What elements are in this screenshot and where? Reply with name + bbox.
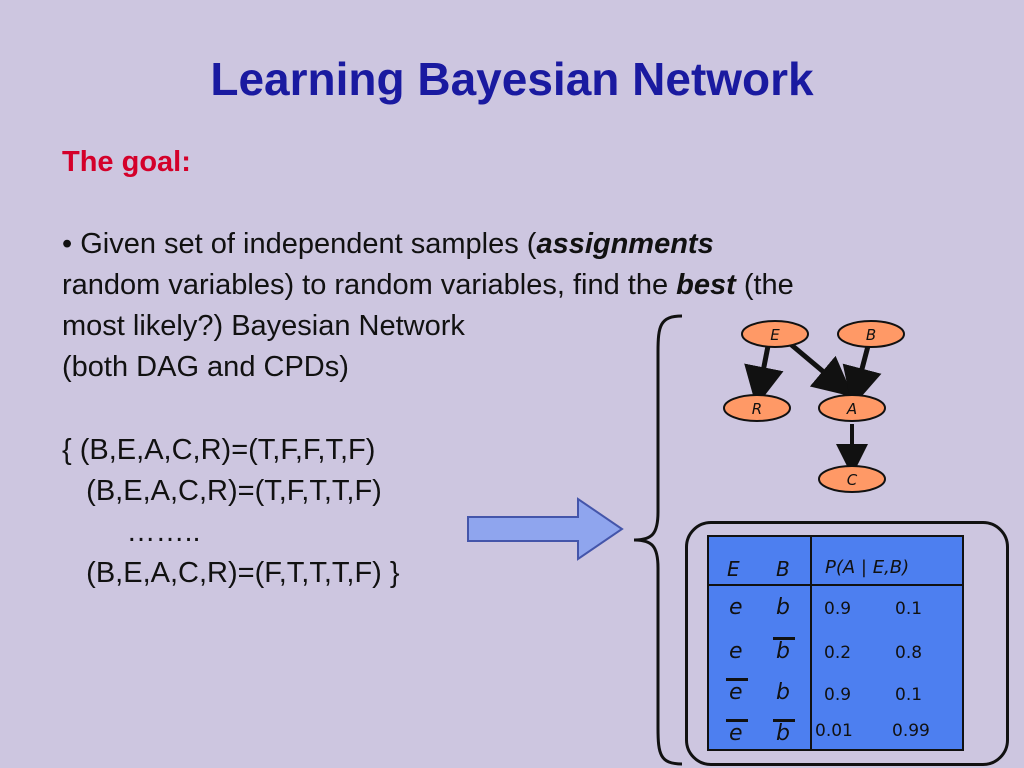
right-arrow-icon bbox=[467, 497, 624, 561]
edge-e-r bbox=[744, 345, 784, 407]
negation-bar bbox=[773, 637, 795, 640]
cpt-cell-e: e bbox=[729, 595, 743, 620]
cpt-header-p: P(A | E,B) bbox=[825, 557, 910, 578]
cpt-cell-e: e bbox=[729, 721, 743, 746]
negation-bar bbox=[726, 678, 748, 681]
cpt-header-b: B bbox=[776, 557, 790, 581]
sample-line: …….. bbox=[62, 516, 201, 548]
cpt-header-divider bbox=[709, 584, 962, 586]
emphasis-best: best bbox=[676, 269, 736, 301]
node-c: C bbox=[818, 465, 886, 493]
cpt-cell-p2: 0.8 bbox=[895, 643, 923, 663]
goal-heading: The goal: bbox=[62, 146, 191, 178]
bullet-line-4: (both DAG and CPDs) bbox=[62, 351, 349, 383]
negation-bar bbox=[773, 719, 795, 722]
bullet-text-1: Given set of independent samples ( bbox=[80, 228, 537, 260]
cpt-cell-p1: 0.2 bbox=[824, 643, 852, 663]
edge-b-a bbox=[842, 345, 882, 408]
node-c-label: C bbox=[847, 471, 858, 489]
cpt-cell-p2: 0.1 bbox=[895, 685, 923, 705]
slide-title: Learning Bayesian Network bbox=[210, 53, 814, 105]
node-b-label: B bbox=[866, 326, 876, 344]
cpt-cell-p1: 0.9 bbox=[824, 685, 852, 705]
cpt-table: E B P(A | E,B) e b 0.9 0.1 e b 0.2 0.8 e… bbox=[707, 535, 964, 751]
cpt-cell-p2: 0.1 bbox=[895, 599, 923, 619]
bullet-marker: • bbox=[62, 228, 73, 260]
node-a-label: A bbox=[846, 400, 857, 418]
cpt-header-e: E bbox=[727, 557, 740, 581]
node-e: E bbox=[741, 320, 809, 348]
curly-brace-icon bbox=[633, 314, 683, 766]
node-e-label: E bbox=[770, 326, 780, 344]
node-r: R bbox=[723, 394, 791, 422]
cpt-cell-e: e bbox=[729, 680, 743, 705]
cpt-cell-b: b bbox=[776, 680, 790, 705]
node-r-label: R bbox=[752, 400, 762, 418]
node-a: A bbox=[818, 394, 886, 422]
cpt-cell-b: b bbox=[776, 595, 790, 620]
bullet-line-1: • Given set of independent samples (assi… bbox=[62, 224, 942, 265]
node-b: B bbox=[837, 320, 905, 348]
negation-bar bbox=[726, 719, 748, 722]
cpt-cell-p1: 0.9 bbox=[824, 599, 852, 619]
cpt-cell-p1: 0.01 bbox=[815, 721, 853, 741]
bullet-line-2: random variables) to random variables, f… bbox=[62, 269, 794, 301]
emphasis-assignments: assignments bbox=[536, 228, 714, 260]
goal-bullet: • Given set of independent samples (assi… bbox=[62, 224, 942, 388]
cpt-cell-b: b bbox=[776, 639, 790, 664]
sample-line: (B,E,A,C,R)=(F,T,T,T,F) } bbox=[62, 557, 400, 589]
cpt-cell-b: b bbox=[776, 721, 790, 746]
cpt-cell-e: e bbox=[729, 639, 743, 664]
bullet-line-3: most likely?) Bayesian Network bbox=[62, 310, 465, 342]
sample-line: { (B,E,A,C,R)=(T,F,F,T,F) bbox=[62, 434, 376, 466]
sample-list: { (B,E,A,C,R)=(T,F,F,T,F) (B,E,A,C,R)=(T… bbox=[62, 430, 400, 594]
bayesian-network-graph: E B R A C bbox=[723, 320, 905, 493]
sample-line: (B,E,A,C,R)=(T,F,T,T,F) bbox=[62, 475, 382, 507]
cpt-column-divider bbox=[810, 537, 812, 749]
cpt-cell-p2: 0.99 bbox=[892, 721, 930, 741]
edge-e-a bbox=[786, 340, 854, 397]
